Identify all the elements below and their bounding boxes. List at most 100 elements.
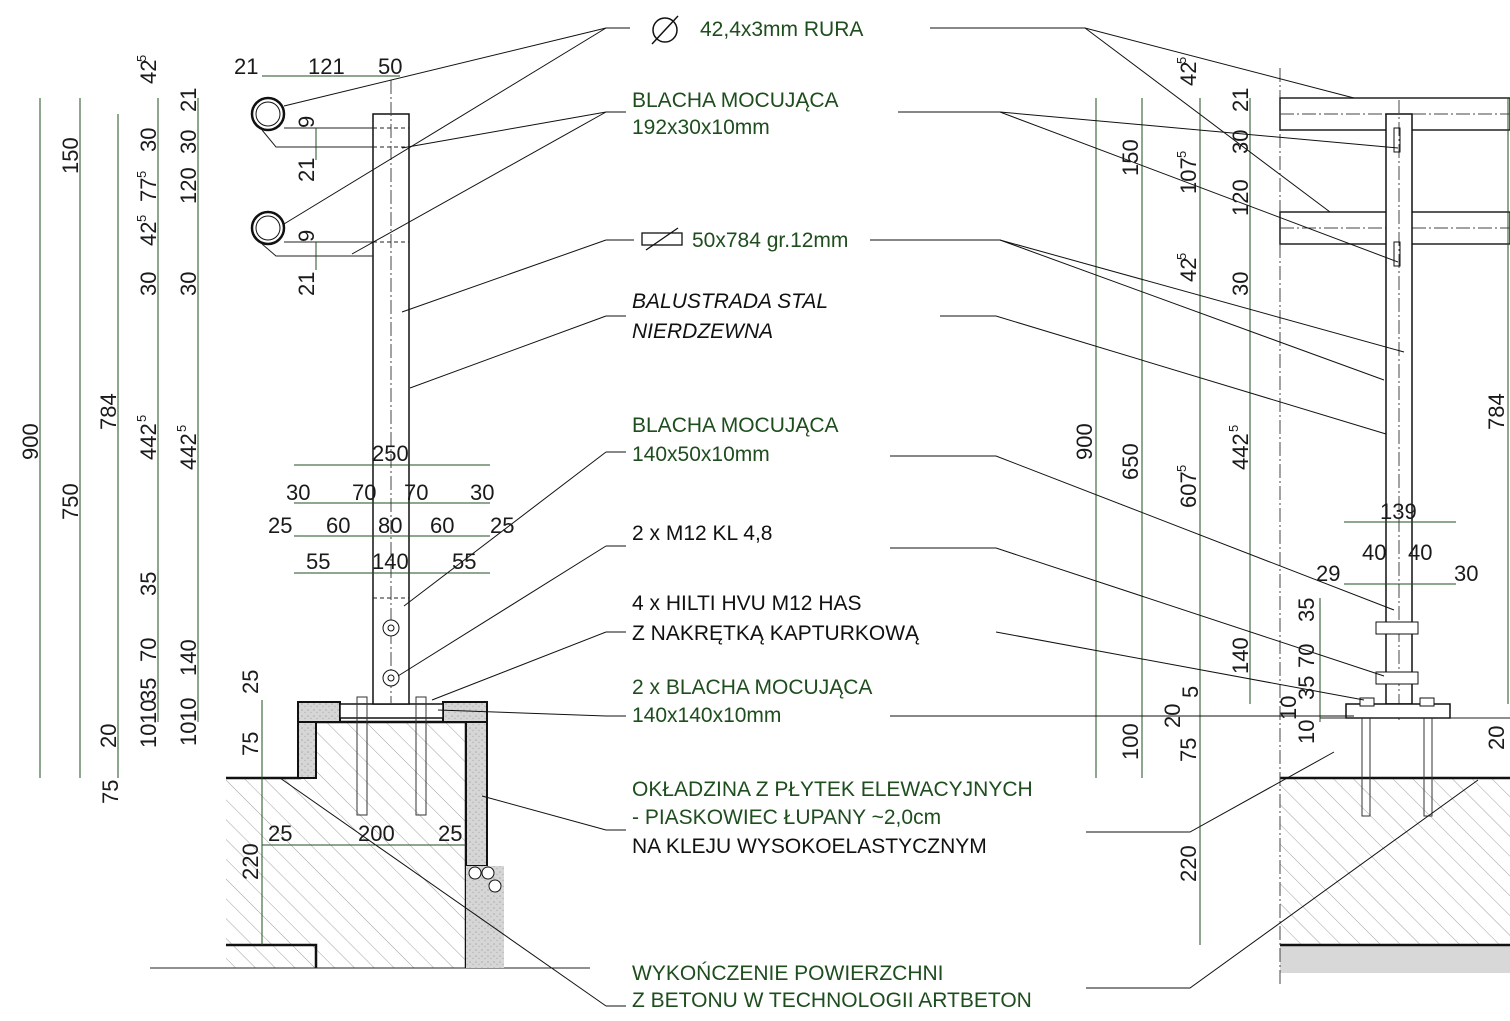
dim-sup-5: 5 [1174, 151, 1189, 158]
label-wykonczenie-l2: Z BETONU W TECHNOLOGII ARTBETON [632, 989, 1032, 1012]
label-plaskownik: 50x784 gr.12mm [692, 229, 848, 252]
dim-607: 607 [1176, 471, 1201, 508]
dim-220: 220 [1176, 845, 1201, 882]
dim-220: 220 [238, 843, 263, 880]
gravel [488, 879, 502, 893]
dim-9: 9 [294, 230, 319, 242]
dim-30: 30 [1228, 130, 1253, 154]
dim-107: 107 [1176, 157, 1201, 194]
rail-tube [250, 210, 286, 246]
dim-900: 900 [18, 423, 43, 460]
dim-30: 30 [286, 480, 310, 505]
dim-75: 75 [1176, 738, 1201, 762]
label-blacha1-l1: BLACHA MOCUJĄCA [632, 89, 839, 112]
dim-55: 55 [306, 549, 330, 574]
label-blacha3-l2: 140x140x10mm [632, 704, 781, 727]
dim-21: 21 [1228, 88, 1253, 112]
anchor-bolt [415, 696, 427, 816]
dim-35: 35 [136, 572, 161, 596]
label-okladzina-l1: OKŁADZINA Z PŁYTEK ELEWACYJNYCH [632, 778, 1033, 801]
dim-140: 140 [176, 639, 201, 676]
label-okladzina-l3: NA KLEJU WYSOKOELASTYCZNYM [632, 835, 987, 858]
dim-200: 200 [358, 821, 395, 846]
dim-21: 21 [294, 158, 319, 182]
dim-25: 25 [238, 670, 263, 694]
dim-121: 121 [308, 54, 345, 79]
dim-120: 120 [176, 167, 201, 204]
dim-sup-5: 5 [1174, 465, 1189, 472]
dim-42: 42 [136, 60, 161, 84]
dim-21: 21 [294, 272, 319, 296]
dim-150: 150 [1118, 139, 1143, 176]
dim-10: 10 [136, 724, 161, 748]
dim-29: 29 [1316, 561, 1340, 586]
dim-30: 30 [136, 128, 161, 152]
label-kotwy-l1: 4 x HILTI HVU M12 HAS [632, 592, 862, 615]
nut-side [1359, 697, 1375, 707]
dim-70: 70 [1294, 644, 1319, 668]
dim-20: 20 [1160, 704, 1185, 728]
dim-10: 10 [1294, 720, 1319, 744]
label-rura: 42,4x3mm RURA [700, 18, 863, 41]
dim-140: 140 [1228, 637, 1253, 674]
left-dimension-text: 21 121 50 250 30 70 70 30 25 60 80 60 25… [18, 54, 514, 880]
dim-sup-5: 5 [1174, 57, 1189, 64]
dim-442: 442 [136, 423, 161, 460]
dim-750: 750 [58, 483, 83, 520]
dim-21: 21 [176, 88, 201, 112]
rail-tube-inner [255, 215, 281, 241]
dim-30: 30 [176, 272, 201, 296]
ground-hatch-right [1280, 778, 1510, 945]
dim-25: 25 [490, 513, 514, 538]
dim-139: 139 [1380, 499, 1417, 524]
dim-70: 70 [404, 480, 428, 505]
dim-sup-5: 5 [134, 171, 149, 178]
dim-40: 40 [1362, 540, 1386, 565]
left-dimensions [39, 75, 490, 945]
handrail-tube [250, 96, 286, 132]
bolt-circle [387, 674, 395, 682]
bolt-circle [382, 669, 400, 687]
dim-10: 10 [1276, 696, 1301, 720]
label-balustrada-l1: BALUSTRADA STAL [632, 290, 828, 313]
label-wykonczenie-l1: WYKOŃCZENIE POWIERZCHNI [632, 962, 944, 985]
label-balustrada-l2: NIERDZEWNA [632, 320, 773, 343]
dim-77: 77 [136, 178, 161, 202]
dim-35: 35 [1294, 676, 1319, 700]
dim-784: 784 [1484, 393, 1509, 430]
dim-9: 9 [294, 116, 319, 128]
dim-442: 442 [176, 433, 201, 470]
stone-strip-right [1280, 945, 1510, 973]
dim-25: 25 [438, 821, 462, 846]
label-blacha3-l1: 2 x BLACHA MOCUJĄCA [632, 676, 872, 699]
label-sruby: 2 x M12 KL 4,8 [632, 522, 772, 545]
base-plate [339, 703, 444, 719]
right-dimensions [1095, 98, 1509, 945]
dim-sup-5: 5 [174, 425, 189, 432]
right-section [1279, 68, 1510, 985]
dim-sup-5: 5 [1174, 253, 1189, 260]
bracket-side [1393, 127, 1401, 153]
gravel [481, 866, 495, 880]
bolt-side [1375, 671, 1419, 685]
dim-250: 250 [372, 441, 409, 466]
label-blacha2-l2: 140x50x10mm [632, 443, 770, 466]
dim-sup-5: 5 [1226, 425, 1241, 432]
nut-side [1419, 697, 1435, 707]
dim-sup-5: 5 [134, 415, 149, 422]
cladding-top-left [297, 701, 341, 723]
dim-25: 25 [268, 821, 292, 846]
cladding-right [465, 721, 488, 867]
gravel [468, 866, 482, 880]
dim-900: 900 [1072, 423, 1097, 460]
label-kotwy-l2: Z NAKRĘTKĄ KAPTURKOWĄ [632, 622, 920, 645]
bolt-circle [382, 619, 400, 637]
dim-75: 75 [238, 732, 263, 756]
bracket-side [1393, 241, 1401, 267]
dim-70: 70 [136, 638, 161, 662]
dim-120: 120 [1228, 179, 1253, 216]
dim-20: 20 [96, 724, 121, 748]
bolt-side [1375, 621, 1419, 635]
handrail-tube-inner [255, 101, 281, 127]
